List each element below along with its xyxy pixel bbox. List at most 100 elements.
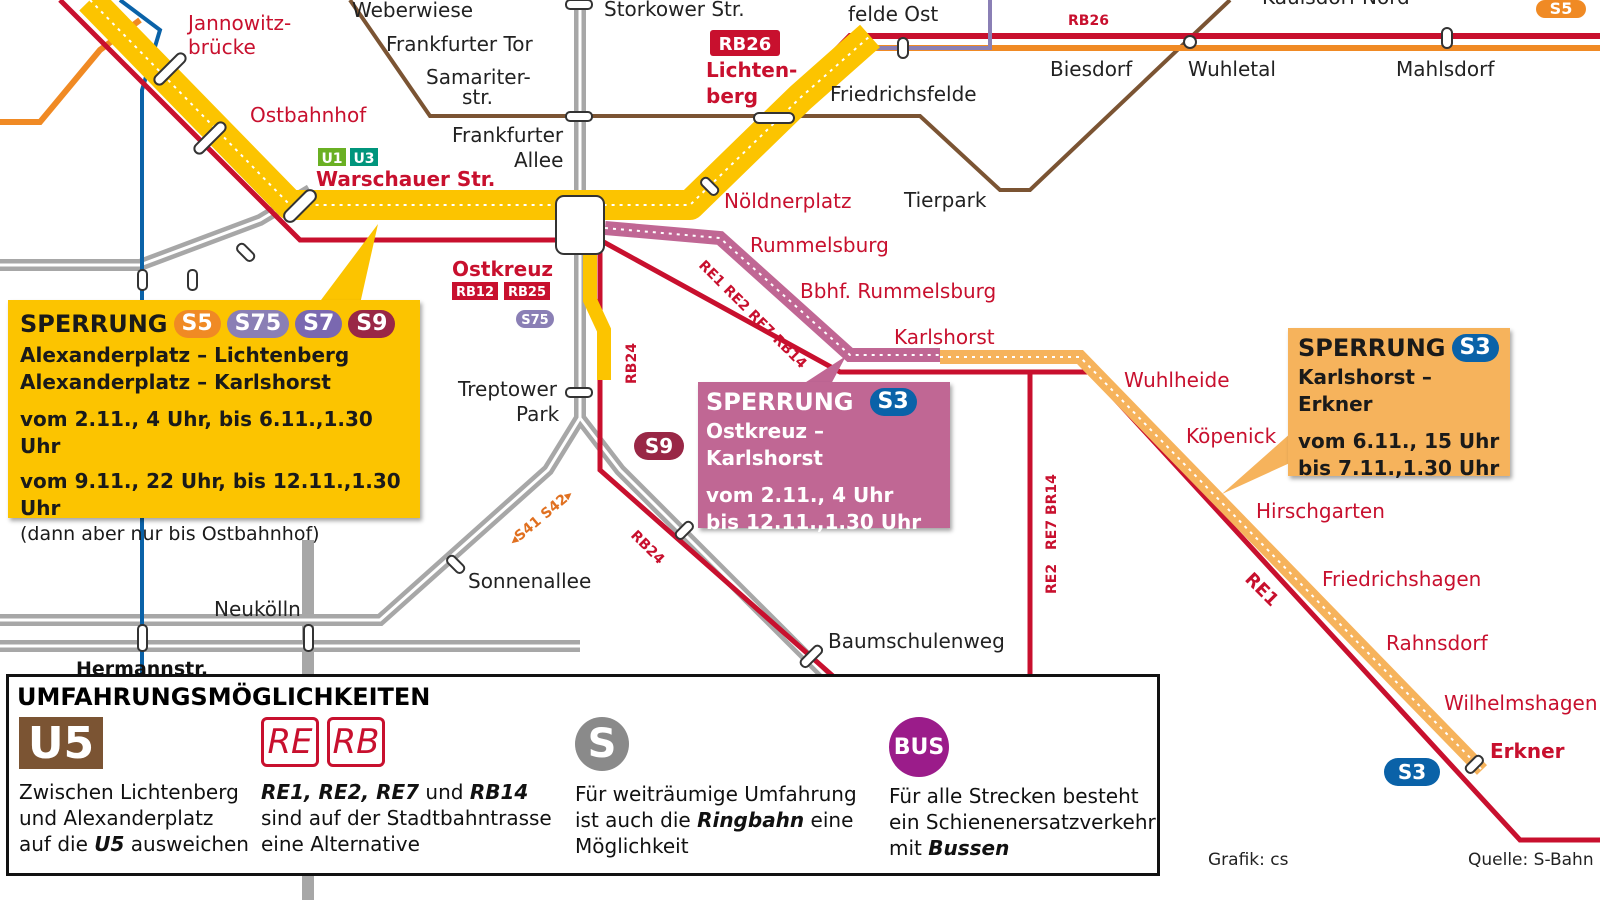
badge-u3-text: U3 <box>353 151 374 167</box>
line-badge-s3-pink: S3 <box>869 388 917 416</box>
legend-re-text: RE1, RE2, RE7 und RB14 sind auf der Stad… <box>261 779 552 857</box>
station-jannowitzbruecke-l2: brücke <box>188 35 256 59</box>
legend-bus-line3-pre: mit <box>889 836 929 860</box>
rb-badge: RB <box>327 717 385 767</box>
badge-rb12: RB12 <box>452 282 498 300</box>
legend-ringbahn: S Für weiträumige Umfahrung ist auch die… <box>575 717 857 859</box>
badge-rb12-text: RB12 <box>456 285 494 300</box>
callout-orange-header: SPERRUNG S3 <box>1298 334 1500 362</box>
station-hirschgarten: Hirschgarten <box>1256 499 1385 523</box>
closure-yellow-band <box>79 0 880 220</box>
callout-yellow-period-1: vom 2.11., 4 Uhr, bis 6.11.,1.30 Uhr <box>20 407 373 458</box>
station-friedrichsfelde-ost: felde Ost <box>848 2 938 26</box>
label-rb24-diagonal: RB24 <box>627 528 667 568</box>
station-weberwiese: Weberwiese <box>352 0 473 22</box>
callout-orange-period-1: vom 6.11., 15 Uhr <box>1298 429 1500 453</box>
callout-pink-period-1: vom 2.11., 4 Uhr <box>706 483 894 507</box>
station-rummelsburg: Rummelsburg <box>750 233 889 257</box>
badge-s5-corner-text: S5 <box>1550 0 1573 18</box>
callout-pink-route: Ostkreuz – Karlshorst <box>706 419 825 470</box>
badge-rb25-text: RB25 <box>508 285 546 300</box>
station-wuhlheide: Wuhlheide <box>1124 368 1230 392</box>
legend-u5-line2: und Alexanderplatz <box>19 806 214 830</box>
legend-u5-line3-post: ausweichen <box>124 832 249 856</box>
closure-callout-s3-ostkreuz: SPERRUNG S3 Ostkreuz – Karlshorst vom 2.… <box>698 382 950 534</box>
graphic-credit: Grafik: cs <box>1208 850 1289 870</box>
closure-callout-s5-s75-s7-s9: SPERRUNG S5 S75 S7 S9 Alexanderplatz – L… <box>8 300 420 545</box>
station-neukoelln: Neukölln <box>214 597 301 621</box>
station-noeldnerplatz: Nöldnerplatz <box>724 189 852 213</box>
label-rb26-small: RB26 <box>1068 13 1109 29</box>
station-warschauer-str: Warschauer Str. <box>316 167 495 191</box>
callout-yellow-note: (dann aber nur bis Ostbahnhof) <box>20 523 320 545</box>
station-mahlsdorf: Mahlsdorf <box>1396 57 1495 81</box>
line-badge-s5: S5 <box>173 310 221 338</box>
label-rb24-vertical: RB24 <box>624 343 640 384</box>
closure-pink-dots <box>604 227 940 356</box>
line-badge-s75: S75 <box>226 310 290 338</box>
station-frankfurter-allee-l1: Frankfurter <box>452 123 564 147</box>
station-erkner: Erkner <box>1490 739 1565 763</box>
badge-u1-text: U1 <box>321 151 342 167</box>
u5-badge: U5 <box>19 717 103 769</box>
station-karlshorst: Karlshorst <box>894 325 995 349</box>
station-frankfurter-allee-l2: Allee <box>514 148 563 172</box>
legend-re-line3: eine Alternative <box>261 832 420 856</box>
callout-orange-route: Karlshorst – Erkner <box>1298 365 1432 416</box>
callout-yellow-route-2: Alexanderplatz – Karlshorst <box>20 370 331 394</box>
station-sonnenallee: Sonnenallee <box>468 569 591 593</box>
callout-yellow-route-1: Alexanderplatz – Lichtenberg <box>20 343 350 367</box>
label-re2: RE2 <box>1044 564 1060 594</box>
callout-pink-title: SPERRUNG <box>706 388 854 416</box>
callout-orange-period-2: bis 7.11.,1.30 Uhr <box>1298 456 1500 480</box>
legend-bus-line2: ein Schienenersatzverkehr <box>889 810 1156 834</box>
legend-u5: U5 Zwischen Lichtenberg und Alexanderpla… <box>19 717 249 857</box>
station-bbhf-rummelsburg: Bbhf. Rummelsburg <box>800 279 996 303</box>
legend-s-line2-pre: ist auch die <box>575 808 698 832</box>
line-badge-s7: S7 <box>295 310 343 338</box>
station-treptower-park-l1: Treptower <box>457 377 558 401</box>
legend-u5-line3-em: U5 <box>94 832 125 856</box>
legend-heading: UMFAHRUNGSMÖGLICHKEITEN <box>17 683 431 711</box>
station-kaulsdorf-nord: Kaulsdorf-Nord <box>1262 0 1410 9</box>
legend-re-line2: sind auf der Stadtbahntrasse <box>261 806 552 830</box>
badge-u1: U1 <box>318 148 346 167</box>
badge-s75-small-text: S75 <box>521 313 548 328</box>
station-treptower-park-l2: Park <box>516 402 560 426</box>
callout-yellow-pointer <box>318 224 378 304</box>
station-wuhletal: Wuhletal <box>1188 57 1276 81</box>
station-friedrichshagen: Friedrichshagen <box>1322 567 1481 591</box>
legend-u5-line1: Zwischen Lichtenberg <box>19 780 239 804</box>
re-badge: RE <box>261 717 319 767</box>
station-frankfurter-tor: Frankfurter Tor <box>386 32 534 56</box>
station-ostbahnhof: Ostbahnhof <box>250 103 367 127</box>
legend-s-text: Für weiträumige Umfahrung ist auch die R… <box>575 781 857 859</box>
legend-re-line1: RE1, RE2, RE7 und RB14 <box>261 779 552 805</box>
badge-u3: U3 <box>350 148 378 167</box>
callout-yellow-period-2: vom 9.11., 22 Uhr, bis 12.11.,1.30 Uhr <box>20 469 401 520</box>
station-biesdorf: Biesdorf <box>1050 57 1133 81</box>
s-bahn-icon: S <box>575 717 629 771</box>
legend-re-line1-em2: RB14 <box>469 780 529 804</box>
station-koepenick: Köpenick <box>1186 424 1277 448</box>
station-friedrichsfelde: Friedrichsfelde <box>830 82 977 106</box>
station-baumschulenweg: Baumschulenweg <box>828 629 1005 653</box>
legend-bus-line1: Für alle Strecken besteht <box>889 784 1139 808</box>
station-rahnsdorf: Rahnsdorf <box>1386 631 1489 655</box>
badge-s9-text: S9 <box>645 434 673 458</box>
badge-s75-small: S75 <box>516 310 554 328</box>
badge-s5-corner: S5 <box>1536 0 1586 18</box>
line-badge-s3-orange: S3 <box>1451 334 1499 362</box>
label-re7-br14: RE7 BR14 <box>1044 474 1060 550</box>
legend-bus-line3: mit Bussen <box>889 835 1156 861</box>
legend-s-line2-post: eine <box>804 808 854 832</box>
station-lichtenberg-l1: Lichten- <box>706 58 797 82</box>
legend-bus: BUS Für alle Strecken besteht ein Schien… <box>889 717 1156 861</box>
callout-orange-pointer <box>1222 432 1292 494</box>
legend-s-line3: Möglichkeit <box>575 834 689 858</box>
legend-u5-text: Zwischen Lichtenberg und Alexanderplatz … <box>19 779 249 857</box>
station-jannowitzbruecke-l1: Jannowitz- <box>186 11 291 35</box>
